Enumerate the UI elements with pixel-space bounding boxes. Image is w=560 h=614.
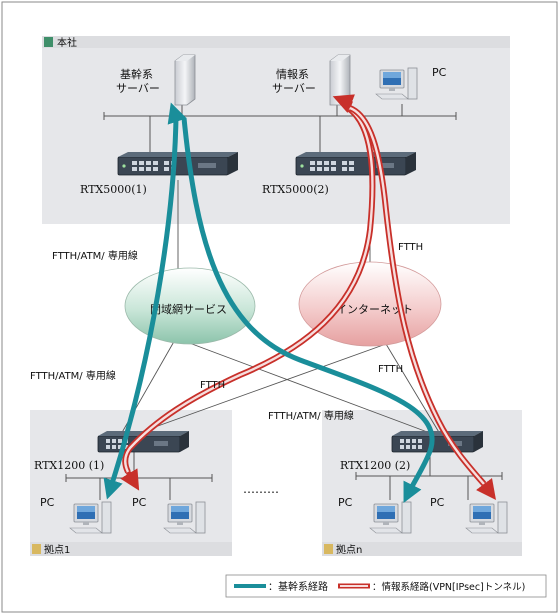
info-route-branchn	[332, 94, 496, 500]
core-route-branchn	[181, 117, 435, 503]
bn-closed-link-label: FTTH/ATM/ 専用線	[268, 409, 354, 422]
branch1-pc1-label: PC	[40, 496, 55, 509]
hq-pc-label: PC	[432, 66, 447, 79]
rtx1200-2-icon	[391, 430, 484, 453]
branch1-pc1-icon	[69, 501, 112, 534]
bn-internet-link-label: FTTH	[378, 364, 403, 375]
b1-closed-link-label: FTTH/ATM/ 専用線	[30, 369, 116, 382]
branchn-site-label: 拠点n	[336, 543, 362, 556]
core-server-label-2: サーバー	[116, 82, 160, 95]
b1-internet-link-label: FTTH	[200, 380, 225, 391]
legend-core-label: ：基幹系経路	[268, 580, 328, 593]
hq-closed-link-label: FTTH/ATM/ 専用線	[52, 249, 138, 262]
closed-network-label: 閉域網サービス	[150, 302, 227, 316]
branch1-site-label: 拠点1	[44, 543, 70, 556]
branchn-pc1-label: PC	[338, 496, 353, 509]
rtx5000-2-label: RTX5000(2)	[262, 183, 329, 196]
branchn-pc2-icon	[465, 501, 508, 534]
hq-site-label: 本社	[57, 36, 77, 49]
hq-internet-link-label: FTTH	[398, 242, 423, 253]
legend-info-label: ：情報系経路(VPN[IPsec]トンネル)	[372, 581, 525, 593]
rtx5000-2-icon	[295, 151, 417, 176]
rtx5000-1-label: RTX5000(1)	[80, 183, 147, 196]
info-route-branch1	[120, 105, 376, 491]
info-server-icon	[329, 54, 351, 106]
info-server-label-2: サーバー	[272, 82, 316, 95]
branchn-pc2-label: PC	[430, 496, 445, 509]
rtx5000-1-icon	[117, 151, 239, 176]
rtx1200-2-label: RTX1200 (2)	[340, 459, 410, 472]
core-server-icon	[174, 54, 196, 106]
hq-pc-icon	[375, 67, 418, 100]
internet-label: インターネット	[336, 303, 413, 316]
core-route-branch1	[103, 102, 187, 500]
more-sites-ellipsis: ………	[243, 482, 279, 496]
core-server-label-1: 基幹系	[120, 67, 153, 81]
branch1-pc2-icon	[163, 501, 206, 534]
legend: ：基幹系経路 ：情報系経路(VPN[IPsec]トンネル)	[225, 574, 547, 598]
branch1-pc2-label: PC	[132, 496, 147, 509]
branchn-pc1-icon	[369, 501, 412, 534]
info-server-label-1: 情報系	[276, 68, 309, 81]
rtx1200-1-label: RTX1200 (1)	[34, 459, 104, 472]
hq-site: 本社	[42, 36, 510, 224]
